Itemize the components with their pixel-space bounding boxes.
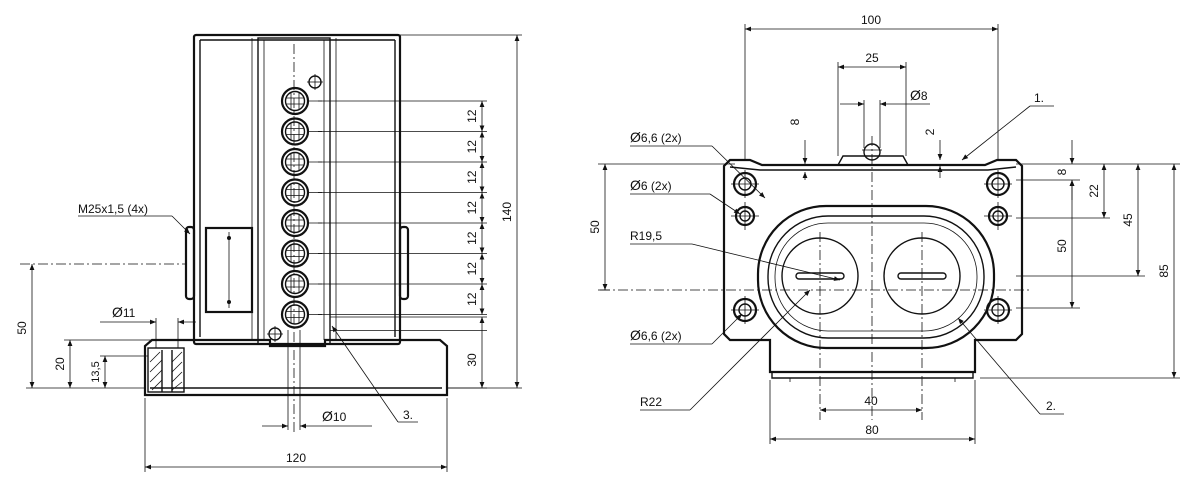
contact-6 [280, 239, 310, 268]
dim-pitch-1: 12 [465, 109, 479, 123]
label-radius-195: R19,5 [630, 229, 662, 243]
housing-top-outline [722, 158, 1024, 374]
top-view: 100 25 Ø8 8 2 50 8 2 [588, 13, 1180, 444]
dim-overall-height: 140 [500, 202, 514, 222]
callout-1: 1. [1034, 91, 1044, 105]
base-flange [143, 338, 449, 397]
center-channel [257, 37, 331, 345]
dim-pitch-2: 12 [465, 140, 479, 154]
dim-right-85: 85 [1157, 264, 1171, 278]
label-hole-66-top: Ø6,6 (2x) [630, 129, 682, 145]
callout-2: 2. [1046, 399, 1056, 413]
contact-5 [280, 208, 310, 238]
mounting-hole-2 [984, 170, 1012, 198]
dim-center-40: 40 [864, 394, 878, 408]
contact-7 [280, 269, 310, 299]
dim-bore-dia: Ø11 [112, 304, 136, 320]
oval-opening-inner [767, 215, 985, 339]
contact-stack [280, 86, 310, 329]
dim-hole-spacing: 50 [588, 220, 602, 234]
dim-pitch-3: 12 [465, 170, 479, 184]
dim-right-45: 45 [1121, 213, 1135, 227]
thread-label: M25x1,5 (4x) [78, 202, 148, 216]
mounting-hole-6 [984, 202, 1012, 230]
dim-pitch-6: 12 [465, 262, 479, 276]
contact-2 [280, 117, 310, 146]
label-hole-66-bottom: Ø6,6 (2x) [630, 327, 682, 343]
mounting-hole-5 [731, 202, 759, 230]
oval-opening-outer [756, 204, 996, 350]
contact-1 [280, 86, 310, 116]
dim-depth-8: 8 [788, 118, 802, 125]
label-plate [204, 226, 254, 314]
label-radius-22: R22 [640, 395, 662, 409]
dim-pitch-7: 12 [465, 292, 479, 306]
dim-pin-dia-top: Ø8 [910, 87, 928, 103]
contact-8 [280, 300, 310, 329]
dim-offset-2: 2 [923, 128, 937, 135]
dim-pitch-4: 12 [465, 201, 479, 215]
contact-4 [280, 178, 310, 207]
side-view: 12 12 12 12 12 12 12 30 140 120 50 20 13,5 Ø11 [15, 33, 522, 472]
dim-slot-width: 25 [865, 51, 879, 65]
bore-section [147, 347, 185, 393]
dim-width: 120 [286, 451, 306, 465]
dim-overall-width: 100 [861, 13, 881, 27]
dim-pin-dia: Ø10 [322, 408, 347, 424]
dim-bore-depth: 13,5 [90, 361, 102, 382]
conduit-entry-left [184, 225, 196, 301]
contact-3 [280, 147, 310, 177]
callout-3: 3. [403, 408, 413, 422]
dim-flange-height: 20 [53, 357, 67, 371]
dim-right-8: 8 [1055, 168, 1069, 175]
dim-right-22: 22 [1087, 184, 1101, 198]
dim-right-50: 50 [1055, 239, 1069, 253]
conduit-entry-right [398, 225, 410, 301]
dim-bottom-80: 80 [865, 423, 879, 437]
mounting-hole-3 [731, 296, 759, 324]
dim-pitch-5: 12 [465, 231, 479, 245]
dim-hole-height: 50 [15, 321, 29, 335]
label-hole-6: Ø6 (2x) [630, 177, 672, 193]
mounting-hole-1 [731, 170, 759, 198]
dim-base-height: 30 [465, 353, 479, 367]
